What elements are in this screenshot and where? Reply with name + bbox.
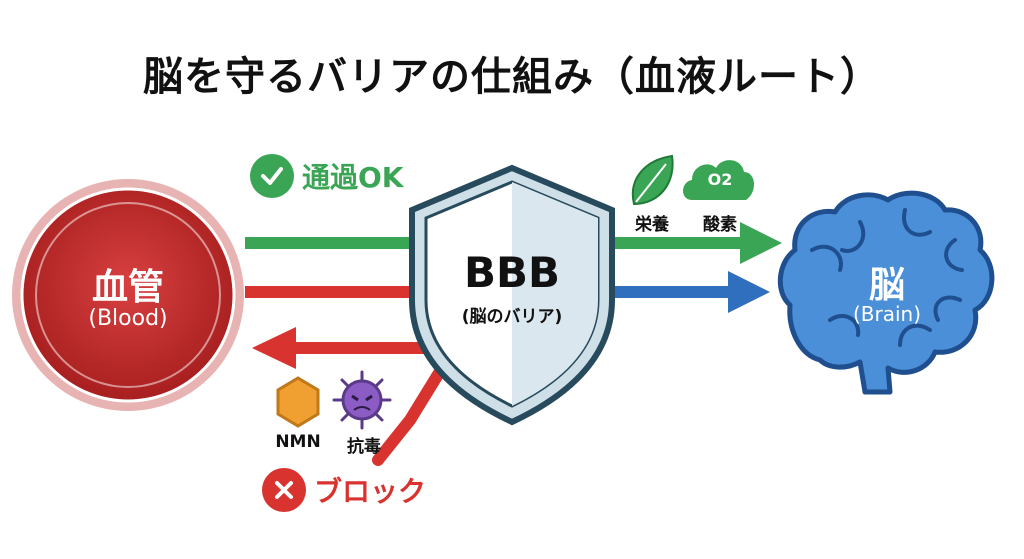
shield-icon: [409, 164, 615, 426]
oxygen-label: 酸素: [703, 215, 737, 235]
brain-label: 脳: [868, 265, 905, 306]
blood-sublabel: (Blood): [88, 306, 168, 331]
block-deflect-line: [372, 362, 448, 466]
block-return-arrowhead: [252, 327, 296, 369]
virus-icon: [332, 370, 392, 430]
nutrition-label: 栄養: [635, 215, 669, 235]
page-title: 脳を守るバリアの仕組み（血液ルート）: [143, 54, 881, 100]
brain-sublabel: (Brain): [852, 302, 922, 326]
hexagon-molecule-icon: [276, 376, 320, 428]
antitoxin-label: 抗毒: [347, 437, 381, 457]
bbb-sublabel: (脳のバリア): [461, 307, 563, 327]
pass-badge: 通過OK: [250, 154, 404, 198]
pass-arrowhead: [740, 222, 782, 264]
block-label: ブロック: [314, 475, 427, 508]
block-badge: ブロック: [262, 468, 426, 512]
check-circle-icon: [250, 154, 294, 198]
bbb-label: BBB: [463, 248, 561, 297]
nmn-label: NMN: [275, 432, 321, 452]
oxygen-symbol: O2: [707, 170, 733, 189]
blood-label: 血管: [91, 267, 164, 308]
brain-icon: [777, 190, 995, 395]
leaf-icon: [631, 154, 674, 206]
blue-arrowhead: [728, 271, 770, 313]
oxygen-cloud-icon: [683, 160, 755, 200]
pass-label: 通過OK: [302, 161, 404, 194]
cross-circle-icon: [262, 468, 306, 512]
